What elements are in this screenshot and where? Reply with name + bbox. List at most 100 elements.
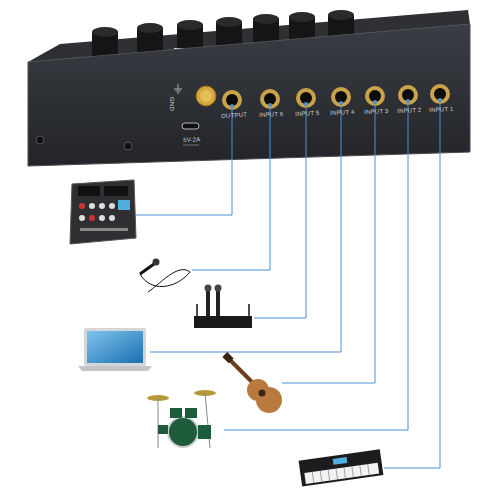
key-line — [312, 472, 314, 483]
screw — [36, 136, 44, 144]
ukulele-hole — [259, 390, 266, 397]
jack — [331, 87, 351, 107]
mixer-faders — [80, 228, 128, 231]
jack — [430, 84, 450, 104]
drum-kit — [147, 390, 216, 448]
mixer-knob — [89, 203, 95, 209]
mixer-knob — [99, 203, 105, 209]
mixer-knob — [79, 215, 85, 221]
bass-drum — [168, 417, 198, 447]
mixer-knob — [109, 215, 115, 221]
port-label: INPUT 4 — [330, 109, 355, 116]
mixer-jacks — [104, 186, 128, 196]
microphone — [153, 259, 160, 266]
keyboard — [299, 449, 384, 486]
mic-cable — [140, 270, 190, 292]
laptop-screen — [84, 328, 146, 366]
ground-symbol — [177, 93, 179, 94]
port-label: INPUT 2 — [397, 107, 422, 114]
key-line — [368, 464, 370, 475]
leader-dot — [373, 100, 377, 104]
leader-dot — [406, 99, 410, 103]
keyboard-display — [333, 457, 348, 465]
leader-lines — [136, 100, 440, 468]
dc-symbol — [183, 145, 199, 146]
port-label: INPUT 5 — [295, 110, 320, 117]
port-label: OUTPUT — [221, 112, 247, 119]
tom — [170, 408, 182, 418]
leader-line — [254, 104, 306, 318]
leader-dot — [230, 104, 234, 108]
leader-dot — [339, 101, 343, 105]
key-line — [328, 470, 330, 481]
key-line — [344, 467, 346, 478]
keyboard-body — [299, 449, 384, 486]
leader-line — [136, 106, 232, 215]
tom — [185, 408, 197, 418]
knob — [289, 12, 315, 22]
leader-dot — [438, 98, 442, 102]
key-line — [336, 469, 338, 480]
knob — [253, 14, 279, 24]
antenna — [196, 304, 198, 316]
jack — [296, 88, 316, 108]
port-label: INPUT 1 — [429, 106, 454, 113]
laptop-base — [78, 366, 152, 371]
wireless-mic — [215, 285, 222, 292]
knob — [177, 20, 203, 30]
leader-line — [384, 100, 440, 468]
key-line — [352, 466, 354, 477]
key-line — [320, 471, 322, 482]
leader-line — [224, 101, 408, 430]
gnd-knob — [196, 86, 216, 106]
microphone — [140, 264, 154, 274]
jack — [398, 85, 418, 105]
mixer-knob — [109, 203, 115, 209]
port-label: INPUT 6 — [259, 111, 284, 118]
mixer-jacks — [78, 186, 100, 196]
leader-dot — [304, 102, 308, 106]
jack-row — [222, 84, 450, 110]
usb-c-port — [182, 123, 199, 129]
device-front — [28, 24, 470, 166]
ukulele-head — [222, 352, 233, 363]
ukulele-body — [256, 387, 282, 413]
knob — [216, 17, 242, 27]
wireless-mic — [206, 290, 210, 316]
wireless-receiver — [194, 316, 252, 328]
leader-line — [282, 102, 375, 383]
port-label: INPUT 3 — [364, 108, 389, 115]
jack — [260, 89, 280, 109]
ground-symbol — [174, 89, 182, 90]
knob — [137, 23, 163, 33]
port-label: GND — [169, 97, 175, 111]
antenna — [248, 304, 250, 316]
mixer-knob — [99, 215, 105, 221]
laptop — [78, 328, 152, 371]
ground-symbol — [178, 84, 179, 89]
screw — [124, 142, 132, 150]
ukulele — [222, 352, 282, 413]
leader-line — [192, 105, 270, 270]
keyboard-keys — [312, 464, 369, 483]
wireless-receiver — [194, 285, 252, 329]
key-line — [360, 465, 362, 476]
mixer-console — [70, 180, 136, 244]
microphone — [140, 259, 190, 293]
ground-symbol — [174, 84, 182, 93]
ground-symbol — [176, 91, 181, 92]
cymbal-stand — [205, 393, 210, 448]
keyboard-keys — [304, 463, 379, 484]
mixer-knob — [79, 203, 85, 209]
laptop-screen — [87, 331, 143, 363]
jack — [365, 86, 385, 106]
jack — [222, 90, 242, 110]
wireless-mic — [216, 290, 220, 316]
knob — [92, 27, 118, 37]
cymbal-stand — [158, 398, 159, 448]
mixer-knob — [89, 215, 95, 221]
leader-line — [150, 103, 341, 352]
